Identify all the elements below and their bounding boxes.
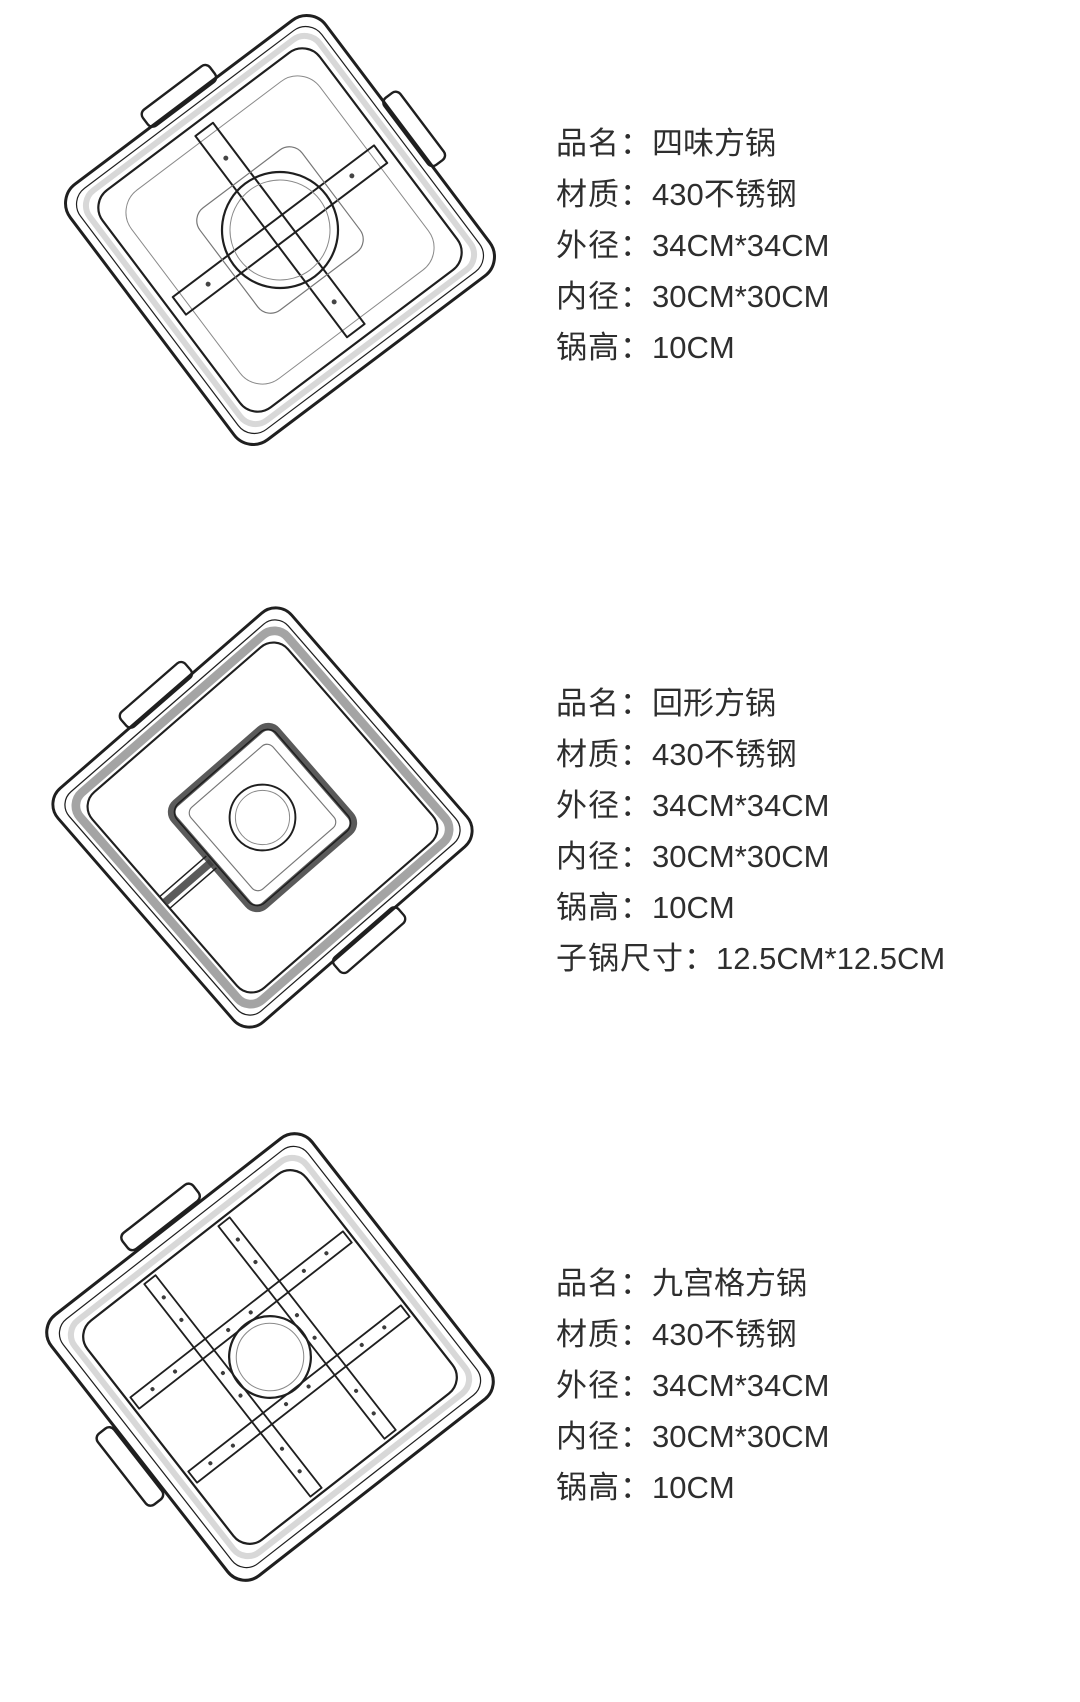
spec-label: 内径： [556, 279, 652, 314]
spec-row: 内径： 30CM*30CM [556, 271, 829, 322]
spec-label: 品名： [556, 686, 652, 721]
spec-value: 30CM*30CM [652, 1419, 830, 1454]
spec-value: 四味方锅 [652, 126, 776, 161]
nine-grid-spec-list: 品名： 九宫格方锅 材质： 430不锈钢 外径： 34CM*34CM 内径： 3… [556, 1258, 829, 1513]
spec-row: 外径： 34CM*34CM [556, 1360, 829, 1411]
spec-label: 品名： [556, 1266, 652, 1301]
spec-label: 锅高： [556, 1470, 652, 1505]
four-flavor-pot-illustration [50, 0, 510, 460]
spec-label: 材质： [556, 1317, 652, 1352]
spiral-pot-illustration [40, 595, 485, 1040]
spec-label: 锅高： [556, 330, 652, 365]
spec-row: 外径： 34CM*34CM [556, 220, 829, 271]
spec-value: 430不锈钢 [652, 177, 797, 212]
spec-row: 材质： 430不锈钢 [556, 169, 829, 220]
spec-value: 34CM*34CM [652, 788, 830, 823]
spec-label: 外径： [556, 788, 652, 823]
spec-row: 锅高： 10CM [556, 322, 829, 373]
spec-value: 10CM [652, 890, 735, 925]
nine-grid-pot-illustration [35, 1122, 505, 1592]
nine-grid-square-hotpot-drawing [45, 1132, 495, 1582]
spec-label: 外径： [556, 1368, 652, 1403]
spec-label: 内径： [556, 1419, 652, 1454]
spec-label: 锅高： [556, 890, 652, 925]
spec-row: 品名： 回形方锅 [556, 678, 945, 729]
spec-row: 子锅尺寸： 12.5CM*12.5CM [556, 933, 945, 984]
spec-label: 外径： [556, 228, 652, 263]
spec-value: 430不锈钢 [652, 737, 797, 772]
spec-row: 品名： 四味方锅 [556, 118, 829, 169]
spec-value: 34CM*34CM [652, 228, 830, 263]
spec-value: 30CM*30CM [652, 839, 830, 874]
spec-row: 锅高： 10CM [556, 1462, 829, 1513]
spec-value: 10CM [652, 330, 735, 365]
spec-label: 材质： [556, 177, 652, 212]
spec-value: 430不锈钢 [652, 1317, 797, 1352]
spec-row: 材质： 430不锈钢 [556, 729, 945, 780]
spec-row: 锅高： 10CM [556, 882, 945, 933]
spec-value: 九宫格方锅 [652, 1266, 807, 1301]
spec-value: 回形方锅 [652, 686, 776, 721]
four-compartment-square-hotpot-drawing [64, 14, 496, 446]
spec-label: 品名： [556, 126, 652, 161]
spec-label: 子锅尺寸： [556, 941, 716, 976]
spec-label: 材质： [556, 737, 652, 772]
spec-label: 内径： [556, 839, 652, 874]
spec-row: 外径： 34CM*34CM [556, 780, 945, 831]
spec-row: 材质： 430不锈钢 [556, 1309, 829, 1360]
spec-row: 品名： 九宫格方锅 [556, 1258, 829, 1309]
spec-row: 内径： 30CM*30CM [556, 1411, 829, 1462]
spec-value: 34CM*34CM [652, 1368, 830, 1403]
spec-value: 30CM*30CM [652, 279, 830, 314]
four-flavor-spec-list: 品名： 四味方锅 材质： 430不锈钢 外径： 34CM*34CM 内径： 30… [556, 118, 829, 373]
spiral-spec-list: 品名： 回形方锅 材质： 430不锈钢 外径： 34CM*34CM 内径： 30… [556, 678, 945, 984]
spec-value: 12.5CM*12.5CM [716, 941, 946, 976]
spec-value: 10CM [652, 1470, 735, 1505]
spiral-compartment-square-hotpot-drawing [51, 606, 474, 1029]
spec-row: 内径： 30CM*30CM [556, 831, 945, 882]
